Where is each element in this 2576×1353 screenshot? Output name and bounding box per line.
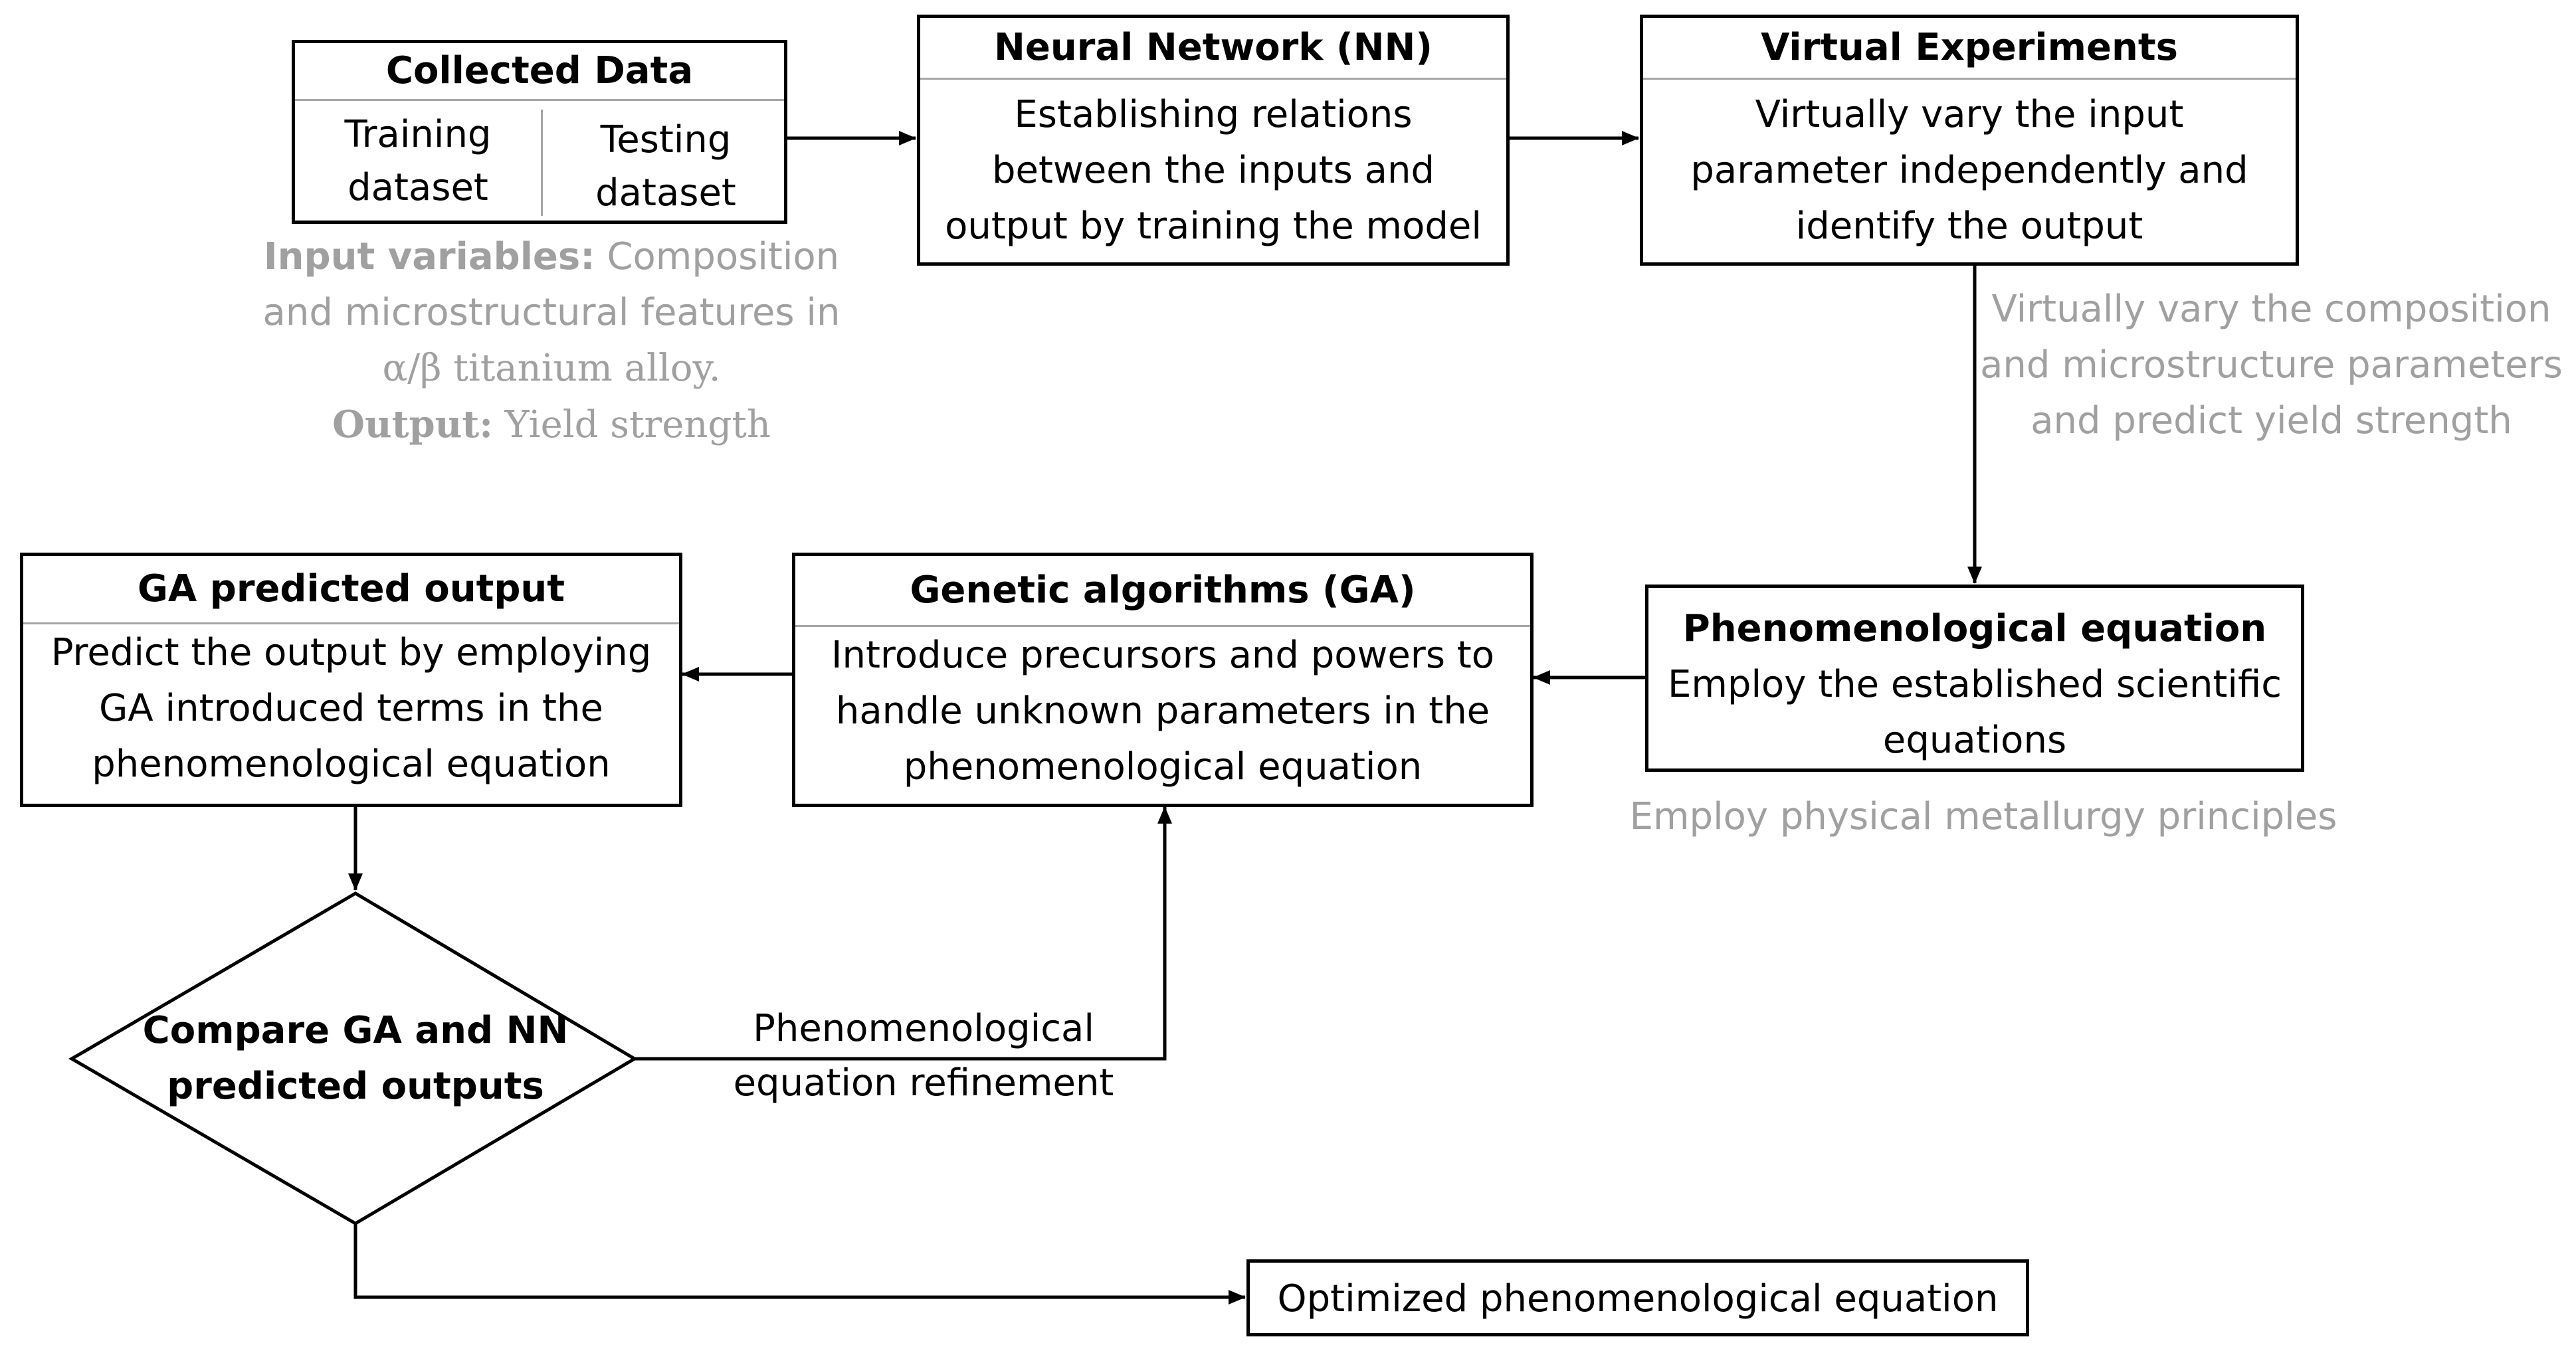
arrow-compare-to-optimized [353,1223,1246,1305]
neural-network-title: Neural Network (NN) [920,18,1506,80]
arrow-compare-to-ga [635,806,1172,1061]
testing-dataset-label: Testing dataset [595,118,736,215]
physical-metallurgy-note: Employ physical metallurgy principles [1629,795,2337,838]
phenomenological-equation-box: Phenomenological equation Employ the est… [1645,585,2304,772]
optimized-equation-label: Optimized phenomenological equation [1277,1277,1999,1320]
phenomenological-equation-content: Phenomenological equation Employ the est… [1655,601,2294,768]
neural-network-body: Establishing relations between the input… [945,93,1482,248]
optimized-equation-box: Optimized phenomenological equation [1246,1259,2029,1336]
input-variables-note: Input variables: Composition and microst… [262,235,841,446]
ga-predicted-output-title: GA predicted output [23,556,679,624]
collected-data-title: Collected Data [295,43,784,101]
ga-predicted-output-body: Predict the output by employing GA intro… [50,631,652,786]
compare-outputs-label: Compare GA and NN predicted outputs [142,1009,569,1108]
compare-diamond [68,891,638,1225]
genetic-algorithms-body: Introduce precursors and powers to handl… [831,634,1495,788]
virtual-vary-note: Virtually vary the composition and micro… [1980,288,2563,442]
ga-predicted-output-box: GA predicted output Predict the output b… [20,553,682,807]
virtual-experiments-box: Virtual Experiments Virtually vary the i… [1640,15,2299,266]
virtual-experiments-body: Virtually vary the input parameter indep… [1690,93,2248,248]
phenomenological-equation-title: Phenomenological equation [1682,607,2267,650]
collected-data-divider [541,110,543,216]
genetic-algorithms-box: Genetic algorithms (GA) Introduce precur… [792,553,1534,807]
equation-refinement-label: Phenomenological equation refinement [733,1007,1114,1105]
collected-data-box: Collected Data Training dataset Testing … [292,40,787,224]
genetic-algorithms-title: Genetic algorithms (GA) [795,556,1530,627]
virtual-experiments-title: Virtual Experiments [1643,18,2296,80]
training-dataset-label: Training dataset [344,113,492,209]
neural-network-box: Neural Network (NN) Establishing relatio… [917,15,1510,266]
